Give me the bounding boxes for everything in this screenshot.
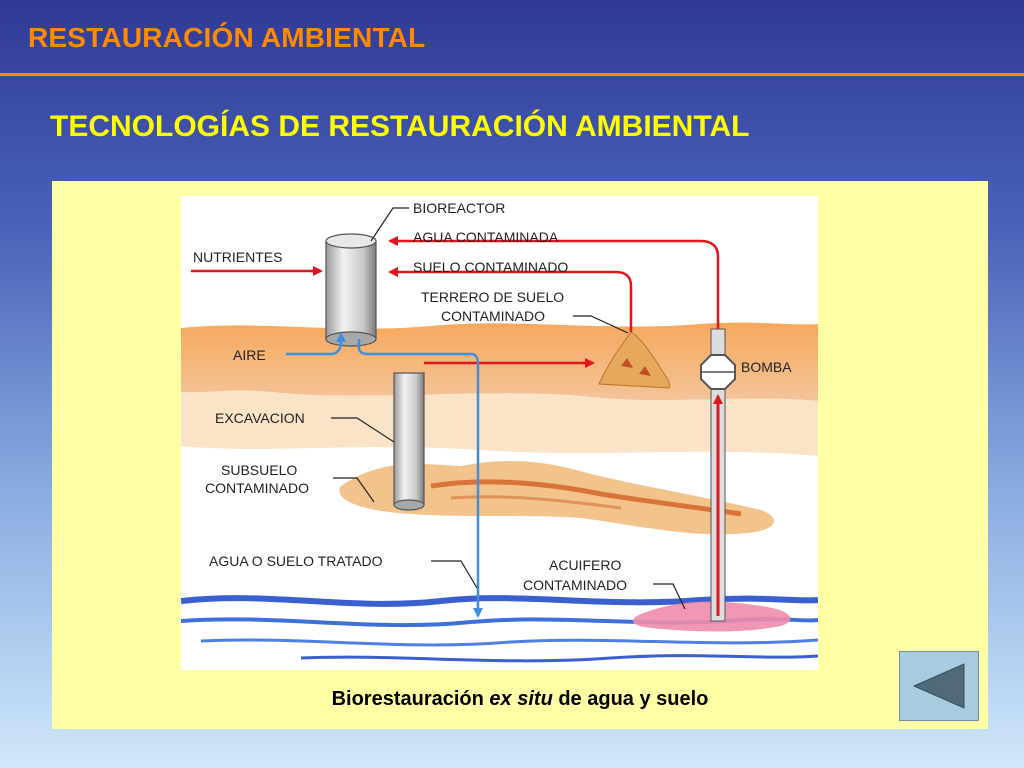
bioreactor-icon	[325, 233, 377, 347]
back-arrow-icon	[912, 663, 965, 709]
plume-streak	[430, 479, 742, 517]
label-bomba: BOMBA	[741, 359, 792, 375]
label-acuifero-2: CONTAMINADO	[523, 577, 627, 593]
label-excavacion: EXCAVACION	[215, 410, 305, 426]
subsuelo-leader	[333, 477, 375, 503]
label-agua-tratado: AGUA O SUELO TRATADO	[209, 553, 383, 569]
excavacion-leader	[331, 417, 395, 443]
content-panel: BIOREACTOR AGUA CONTAMINADA SUELO CONTAM…	[52, 181, 988, 729]
label-nutrientes: NUTRIENTES	[193, 249, 282, 265]
acuifero-leader	[653, 583, 686, 610]
label-aire: AIRE	[233, 347, 266, 363]
header-divider	[0, 73, 1024, 76]
label-subsuelo-2: CONTAMINADO	[205, 480, 309, 496]
plume-streak-2	[450, 495, 622, 510]
back-button[interactable]	[899, 651, 979, 721]
label-suelo-contaminado: SUELO CONTAMINADO	[413, 259, 568, 275]
subsoil-band	[181, 390, 818, 456]
soil-pile-spots	[621, 358, 651, 376]
excavation-well-icon	[393, 372, 425, 511]
label-agua-contaminada: AGUA CONTAMINADA	[413, 229, 559, 245]
contaminated-subsoil-plume	[339, 460, 774, 535]
contaminated-soil-flow	[388, 267, 633, 332]
label-acuifero-1: ACUIFERO	[549, 557, 621, 573]
diagram-caption: Biorestauración ex situ de agua y suelo	[52, 688, 988, 711]
terrero-leader	[573, 315, 629, 334]
caption-part-2: de agua y suelo	[558, 688, 709, 710]
aquifer-band-1	[181, 595, 818, 607]
caption-part-1: Biorestauración	[331, 688, 484, 710]
label-terrero-1: TERRERO DE SUELO	[421, 289, 564, 305]
section-subtitle: TECNOLOGÍAS DE RESTAURACIÓN AMBIENTAL	[50, 110, 750, 143]
agua-tratado-leader	[431, 560, 478, 589]
aquifer-band-3	[200, 638, 818, 647]
label-terrero-2: CONTAMINADO	[441, 308, 545, 324]
bioreactor-leader	[370, 207, 409, 242]
label-bioreactor: BIOREACTOR	[413, 200, 505, 216]
aquifer-band-4	[300, 654, 818, 663]
caption-italic: ex situ	[489, 688, 553, 710]
bioremediation-diagram: BIOREACTOR AGUA CONTAMINADA SUELO CONTAM…	[181, 196, 818, 670]
treated-output-flow	[357, 339, 483, 618]
label-subsuelo-1: SUBSUELO	[221, 462, 297, 478]
soil-pile	[598, 331, 671, 389]
header-title: RESTAURACIÓN AMBIENTAL	[28, 22, 426, 53]
contaminated-water-flow	[388, 236, 720, 329]
air-flow	[286, 332, 346, 356]
diagram-svg: BIOREACTOR AGUA CONTAMINADA SUELO CONTAM…	[181, 200, 818, 663]
